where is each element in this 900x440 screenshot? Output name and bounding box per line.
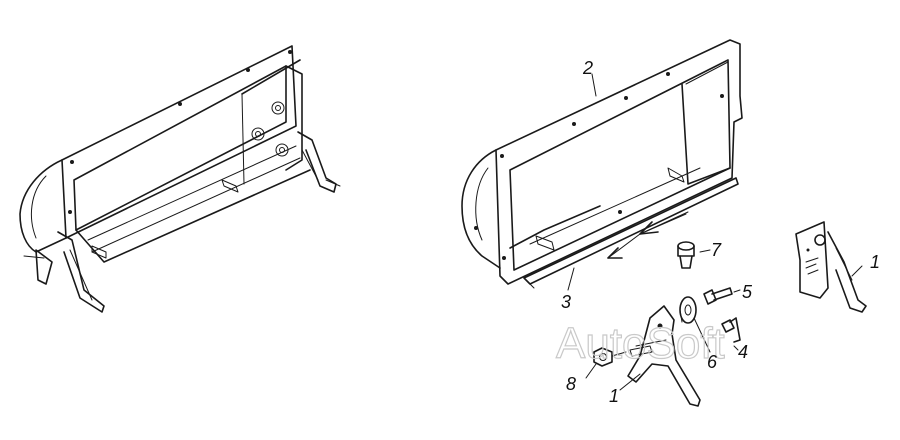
part-8-nut: [593, 347, 627, 367]
callout-4: 4: [738, 342, 748, 362]
part-2-glove-box-housing: [461, 39, 743, 285]
callout-1-right: 1: [870, 252, 880, 272]
callout-6: 6: [707, 352, 718, 372]
part-7-plug: [677, 241, 695, 269]
callout-8: 8: [566, 374, 576, 394]
callout-3: 3: [561, 292, 571, 312]
callout-7: 7: [711, 240, 722, 260]
leader-lines: [567, 73, 863, 391]
part-3-trim-strip: [523, 177, 739, 289]
part-5-bolt: [703, 287, 733, 305]
callout-1-lower: 1: [609, 386, 619, 406]
part-4-screw: [721, 317, 741, 343]
callout-2: 2: [582, 58, 593, 78]
assembled-glove-box: [19, 45, 341, 313]
callout-5: 5: [742, 282, 753, 302]
assembly-arrows: [607, 211, 689, 259]
part-1-hinge-bracket-right: [795, 221, 867, 313]
watermark-text: AutoSoft: [556, 319, 725, 368]
part-1-hinge-bracket-lower: [627, 305, 701, 407]
part-6-washer: [679, 296, 697, 324]
